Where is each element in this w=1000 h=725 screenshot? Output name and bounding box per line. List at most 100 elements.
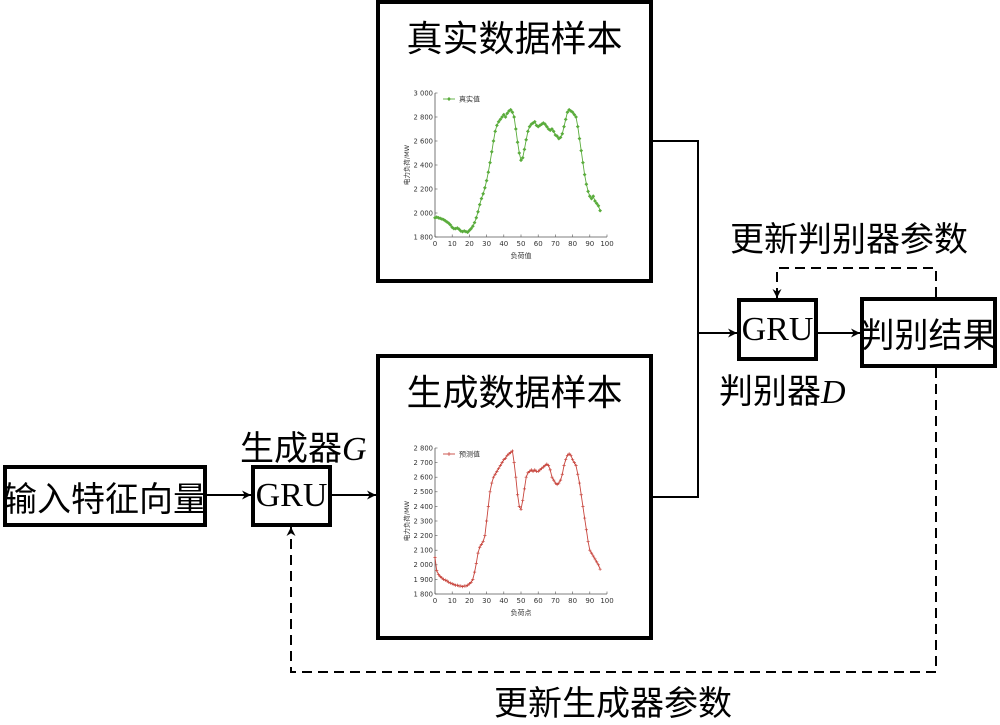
- gen-chart-data-point: [591, 554, 595, 558]
- real-chart-data-point: [503, 115, 508, 119]
- real-chart-data-point: [555, 134, 560, 139]
- gen-chart-x-tick-label: 20: [465, 597, 474, 605]
- gen-chart-y-tick-label: 2 400: [414, 503, 433, 511]
- gen-chart-y-tick-label: 2 500: [414, 488, 433, 496]
- real-chart-data-point: [581, 160, 585, 165]
- real-chart-data-point: [544, 124, 549, 129]
- gen-chart-data-point: [467, 582, 471, 586]
- real-chart-data-point: [522, 147, 527, 152]
- gen-chart-data-point: [571, 458, 575, 462]
- gen-chart-y-tick-label: 2 300: [414, 517, 433, 525]
- gen-chart-y-tick-label: 2 700: [414, 459, 433, 467]
- real-chart-data-point: [568, 109, 573, 113]
- real-chart-data-point: [570, 110, 575, 115]
- gen-chart-data-point: [445, 579, 449, 583]
- gen-chart-y-tick-label: 2 000: [414, 561, 433, 569]
- real-chart-legend-marker: [447, 97, 451, 101]
- real-chart-data-point: [589, 196, 594, 201]
- gen-chart-data-point: [560, 472, 564, 476]
- gen-chart-data-point: [464, 584, 468, 588]
- gen-chart-data-point: [576, 472, 580, 476]
- gen-chart-data-point: [564, 458, 568, 462]
- gen-chart-data-point: [495, 469, 499, 473]
- real-chart-data-point: [484, 178, 489, 183]
- gen-chart-data-point: [481, 539, 485, 544]
- gen-chart-data-point: [469, 580, 473, 584]
- gen-chart-data-point: [541, 465, 545, 469]
- real-chart-data-point: [505, 111, 510, 116]
- gen-chart-data-point: [450, 582, 454, 586]
- real-chart-data-point: [489, 149, 494, 154]
- real-chart-data-point: [481, 191, 486, 196]
- real-chart-data-point: [445, 220, 449, 224]
- real-chart-data-point: [496, 119, 501, 124]
- real-chart-x-tick-label: 80: [568, 240, 577, 248]
- gen-chart-data-point: [491, 475, 496, 479]
- gen-chart-x-axis-label: 负荷点: [511, 608, 532, 617]
- gen-chart-data-point: [579, 493, 583, 497]
- real-chart-data-point: [519, 158, 523, 163]
- generated-data-panel-title: 生成数据样本: [406, 373, 623, 414]
- real-chart-y-axis-label: 电力负荷/MW: [402, 144, 411, 185]
- gen-chart-legend-label: 预测值: [459, 449, 480, 458]
- gen-chart-data-point: [540, 466, 544, 471]
- line-real-panel-to-discriminator: [653, 140, 699, 333]
- discriminator-label: 判别器D: [719, 364, 846, 413]
- gen-chart-data-point: [490, 481, 494, 485]
- real-chart-data-point: [457, 227, 461, 232]
- gen-chart-data-point: [459, 584, 463, 588]
- gen-chart-data-point: [589, 551, 594, 555]
- gen-chart-x-tick-label: 0: [433, 597, 437, 605]
- real-chart-y-tick-label: 2 400: [414, 161, 433, 169]
- gen-chart-data-point: [555, 482, 559, 487]
- real-chart-data-point: [482, 185, 487, 190]
- gen-chart-data-point: [543, 463, 547, 468]
- real-chart-data-point: [458, 229, 463, 233]
- real-chart-data-point: [495, 123, 499, 128]
- gen-chart-data-point: [574, 463, 578, 468]
- gen-chart-data-point: [553, 481, 557, 485]
- gen-chart-data-point: [483, 534, 487, 538]
- gen-chart-data-point: [515, 493, 520, 497]
- generator-gru-box: GRU: [251, 465, 332, 527]
- real-chart-data-point: [594, 201, 599, 206]
- gen-chart-x-tick-label: 100: [600, 597, 613, 605]
- discriminator-label-symbol: D: [821, 374, 846, 411]
- real-chart-x-tick-label: 0: [433, 240, 437, 248]
- gen-chart-data-point: [503, 456, 508, 460]
- real-chart-x-tick-label: 100: [600, 240, 613, 248]
- real-data-panel-title: 真实数据样本: [406, 19, 623, 60]
- gen-chart-data-point: [448, 581, 453, 585]
- real-chart-series-line: [434, 109, 601, 233]
- discriminator-label-text: 判别器: [719, 372, 821, 412]
- real-chart-data-point: [508, 107, 513, 112]
- real-chart-data-point: [455, 226, 460, 230]
- gen-chart-data-point: [507, 452, 511, 456]
- real-chart-data-point: [541, 121, 546, 125]
- real-chart-x-tick-label: 20: [465, 240, 474, 248]
- gen-chart-data-point: [577, 481, 582, 485]
- gen-chart-data-point: [581, 504, 585, 508]
- gen-chart-data-point: [498, 463, 502, 468]
- gen-chart-x-tick-label: 50: [517, 597, 526, 605]
- real-chart-x-tick-label: 60: [534, 240, 543, 248]
- real-chart-x-tick-label: 10: [448, 240, 457, 248]
- gen-chart-data-point: [521, 498, 525, 503]
- gen-chart-data-point: [528, 469, 532, 473]
- real-chart-data-point: [579, 148, 584, 153]
- real-chart-data-point: [550, 127, 554, 131]
- gen-chart-data-point: [472, 570, 477, 574]
- real-chart-x-tick-label: 90: [585, 240, 594, 248]
- gen-chart-data-point: [510, 449, 514, 453]
- gen-chart-data-point: [435, 569, 439, 573]
- gen-chart-data-point: [486, 504, 490, 508]
- real-chart-x-tick-label: 40: [499, 240, 508, 248]
- gen-chart-data-point: [524, 475, 528, 479]
- gen-chart-data-point: [514, 475, 518, 479]
- real-chart-data-point: [572, 112, 577, 117]
- input-feature-vector-label: 输入特征向量: [3, 479, 207, 520]
